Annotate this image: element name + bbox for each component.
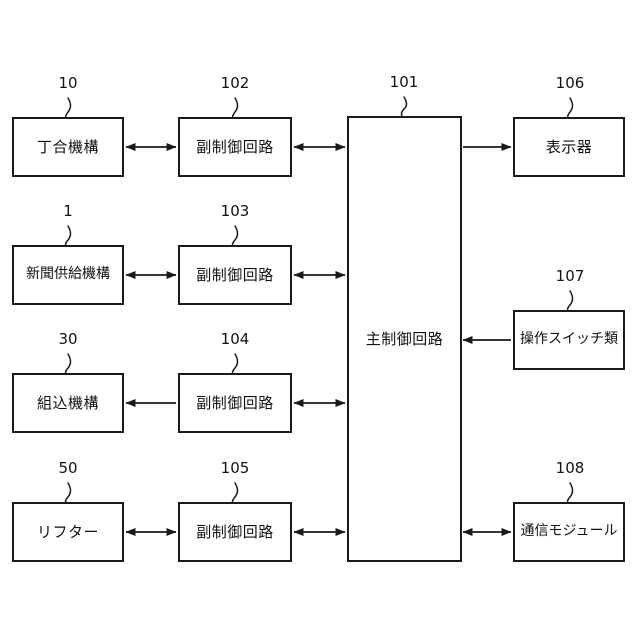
ref-number-sub-ctrl-102: 102 xyxy=(220,74,250,92)
block-main-control-label: 主制御回路 xyxy=(365,329,444,348)
block-insert-mechanism[interactable]: 組込機構 xyxy=(12,373,124,433)
ref-number-comm-module: 108 xyxy=(555,459,585,477)
block-paper-feeder-label: 新聞供給機構 xyxy=(26,266,110,283)
block-sub-control-102-label: 副制御回路 xyxy=(196,137,274,156)
ref-number-display: 106 xyxy=(555,74,585,92)
block-sub-control-105-label: 副制御回路 xyxy=(196,522,274,541)
block-insert-mechanism-label: 組込機構 xyxy=(36,393,99,412)
ref-number-collator: 10 xyxy=(58,74,78,92)
block-sub-control-103-label: 副制御回路 xyxy=(196,265,274,284)
block-sub-control-103[interactable]: 副制御回路 xyxy=(178,245,292,305)
ref-number-sub-ctrl-104: 104 xyxy=(220,330,250,348)
block-collator-label: 丁合機構 xyxy=(36,137,99,156)
block-sub-control-105[interactable]: 副制御回路 xyxy=(178,502,292,562)
ref-number-lifter: 50 xyxy=(58,459,78,477)
block-sub-control-104-label: 副制御回路 xyxy=(196,393,274,412)
block-operation-switches-label: 操作スイッチ類 xyxy=(520,331,618,348)
ref-number-insert-mech: 30 xyxy=(58,330,78,348)
block-communication-module[interactable]: 通信モジュール xyxy=(513,502,625,562)
block-lifter[interactable]: リフター xyxy=(12,502,124,562)
ref-number-main-ctrl: 101 xyxy=(389,73,419,91)
block-display-label: 表示器 xyxy=(545,137,593,156)
block-collator[interactable]: 丁合機構 xyxy=(12,117,124,177)
ref-number-sub-ctrl-103: 103 xyxy=(220,202,250,220)
ref-number-paper-feeder: 1 xyxy=(63,202,73,220)
block-paper-feeder[interactable]: 新聞供給機構 xyxy=(12,245,124,305)
ref-number-sub-ctrl-105: 105 xyxy=(220,459,250,477)
block-lifter-label: リフター xyxy=(36,522,99,541)
block-communication-module-label: 通信モジュール xyxy=(520,523,618,540)
block-main-control[interactable]: 主制御回路 xyxy=(347,116,462,562)
ref-number-operation-sw: 107 xyxy=(555,267,585,285)
block-sub-control-104[interactable]: 副制御回路 xyxy=(178,373,292,433)
block-operation-switches[interactable]: 操作スイッチ類 xyxy=(513,310,625,370)
block-sub-control-102[interactable]: 副制御回路 xyxy=(178,117,292,177)
block-display[interactable]: 表示器 xyxy=(513,117,625,177)
